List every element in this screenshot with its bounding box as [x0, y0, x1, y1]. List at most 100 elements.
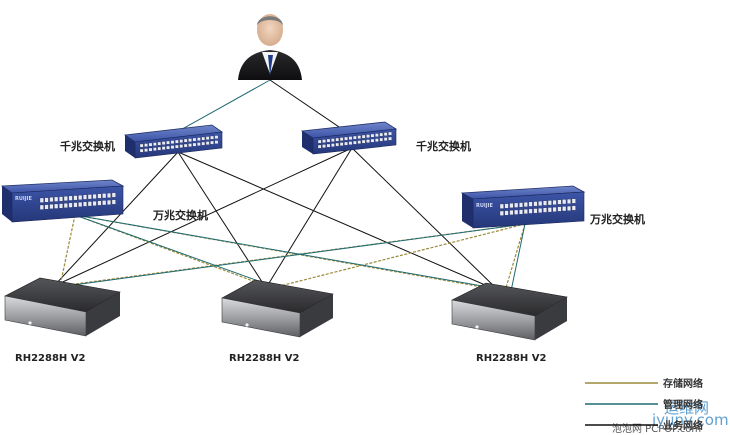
switch-port: [44, 197, 49, 203]
switch-port: [509, 210, 514, 216]
switch-port: [161, 146, 166, 150]
switch-port: [339, 137, 344, 141]
switch-port: [54, 196, 59, 202]
watermark-site: iyunv.com: [652, 411, 729, 429]
switch-port: [111, 192, 116, 198]
switch-port: [571, 198, 576, 204]
link-management-tsw1-srv2: [74, 214, 279, 289]
switch-port: [210, 140, 214, 145]
switch-port: [111, 199, 116, 205]
server-rh2288h-left[interactable]: [4, 277, 121, 337]
switch-port: [214, 140, 219, 144]
server-left-label: RH2288H V2: [15, 353, 85, 364]
switch-port: [523, 202, 528, 207]
switch-port: [562, 199, 567, 205]
server-rh2288h-middle[interactable]: [221, 279, 334, 338]
switch-port: [78, 202, 83, 207]
switch-port: [557, 199, 562, 205]
switch-port: [63, 203, 68, 208]
switch-port: [39, 204, 44, 210]
switch-port: [533, 201, 538, 207]
switch-port: [102, 200, 107, 206]
gigabit-switch-right[interactable]: [300, 121, 398, 155]
server-middle-label: RH2288H V2: [229, 353, 299, 364]
switch-port: [197, 142, 201, 146]
link-business-gsw1-srv2: [177, 151, 267, 289]
switch-port: [148, 147, 153, 152]
switch-port: [504, 210, 509, 216]
switch-port: [102, 193, 107, 199]
switch-port: [344, 136, 348, 141]
switch-port: [379, 137, 384, 142]
switch-port: [205, 136, 210, 140]
switch-port: [39, 197, 44, 203]
switch-ports: [499, 198, 576, 216]
link-business-gsw2-srv3: [351, 147, 500, 292]
switch-port: [331, 138, 335, 142]
link-storage-tsw1-srv1: [59, 214, 76, 287]
10g-switch-left-label: 万兆交换机: [152, 208, 208, 222]
switch-port: [68, 202, 73, 208]
switch-port: [528, 208, 533, 214]
legend-business-label: 业务网络: [663, 419, 703, 432]
switch-port: [509, 203, 514, 209]
10g-switch-left[interactable]: RUIJIE: [0, 179, 125, 223]
user-icon[interactable]: [238, 14, 302, 80]
legend-storage-label: 存储网络: [663, 377, 703, 390]
switch-port: [188, 143, 192, 147]
switch-port: [175, 144, 179, 149]
switch-port: [543, 200, 547, 206]
legend: 存储网络 管理网络 业务网络: [585, 377, 703, 432]
switch-port: [339, 142, 344, 146]
switch-port: [59, 196, 63, 202]
switch-port: [205, 141, 210, 145]
switch-port: [370, 138, 375, 143]
switch-port: [192, 142, 197, 147]
switch-port: [499, 210, 504, 216]
switch-port: [567, 205, 571, 211]
switch-port: [353, 135, 357, 140]
switch-port: [375, 133, 379, 137]
switch-port: [153, 142, 157, 146]
switch-port: [528, 201, 533, 207]
10g-switch-right[interactable]: RUIJIE: [460, 185, 586, 229]
switch-port: [157, 141, 162, 146]
switch-port: [357, 135, 362, 139]
link-management-tsw2-srv1: [65, 223, 526, 287]
switch-port: [139, 143, 144, 148]
switch-port: [97, 193, 102, 199]
switch-port: [179, 139, 184, 143]
link-business-user-gsw2: [269, 79, 346, 132]
gigabit-switch-right-label: 千兆交换机: [416, 139, 471, 153]
switch-port: [317, 139, 322, 144]
switch-port: [523, 209, 528, 214]
switch-port: [144, 143, 148, 147]
switch-port: [170, 140, 175, 144]
server-rh2288h-right[interactable]: [451, 282, 568, 341]
switch-port: [326, 138, 331, 143]
switch-port: [335, 137, 340, 142]
server-right-label: RH2288H V2: [476, 353, 546, 364]
links-layer: [53, 79, 526, 292]
switch-port: [166, 140, 170, 145]
switch-brand: RUIJIE: [476, 203, 493, 209]
10g-switch-right-label: 万兆交换机: [589, 212, 645, 226]
switch-port: [73, 202, 78, 208]
switch-port: [83, 201, 87, 207]
link-business-gsw1-srv3: [177, 151, 500, 292]
gigabit-switch-left[interactable]: [123, 124, 224, 159]
switch-port: [153, 147, 157, 151]
link-management-tsw2-srv3: [510, 223, 526, 292]
switch-port: [183, 138, 188, 143]
switch-port: [210, 135, 214, 140]
link-storage-tsw2-srv2: [271, 223, 526, 289]
switch-port: [175, 139, 179, 144]
switch-port: [357, 140, 362, 144]
switch-port: [107, 192, 111, 198]
switch-port: [348, 141, 353, 145]
switch-port: [353, 140, 357, 145]
switch-port: [322, 144, 326, 148]
switch-port: [201, 141, 206, 146]
link-business-gsw2-srv2: [265, 147, 353, 289]
switch-port: [547, 207, 552, 213]
